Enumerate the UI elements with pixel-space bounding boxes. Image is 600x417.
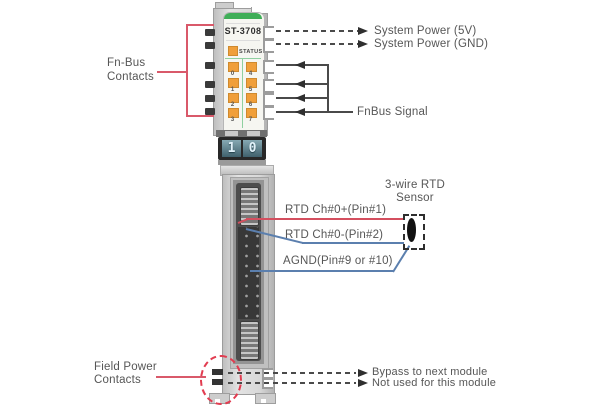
not-used-line: [228, 382, 356, 384]
led: [246, 62, 257, 72]
field-power-label-line2: Contacts: [94, 374, 141, 386]
green-divider-v: [242, 59, 243, 128]
arrow-left-icon: [295, 94, 305, 102]
arrow-right-icon: [358, 27, 368, 35]
module-clip: [263, 26, 274, 40]
field-power-label-line1: Field Power: [94, 361, 157, 373]
led: [228, 62, 239, 72]
bypass-label: Bypass to next module: [372, 366, 488, 378]
led-number: 2: [230, 102, 235, 108]
rtd-minus-label: RTD Ch#0-(Pin#2): [285, 229, 384, 241]
fnbus-contact-pad: [205, 95, 215, 102]
fnbus-bracket-vertical: [186, 24, 188, 117]
module-clip: [263, 60, 274, 74]
fnbus-bracket-bottom: [186, 115, 214, 117]
arrow-right-icon: [358, 369, 368, 377]
not-used-label: Not used for this module: [372, 377, 497, 389]
agnd-wire: [250, 270, 394, 272]
arrow-left-icon: [295, 80, 305, 88]
system-power-gnd-label: System Power (GND): [374, 38, 489, 50]
connector-pin-field: [238, 227, 259, 319]
system-power-gnd-line: [276, 43, 358, 45]
led: [228, 93, 239, 103]
arrow-right-icon: [358, 379, 368, 387]
led: [246, 93, 257, 103]
junction-tab: [247, 131, 260, 136]
field-power-leader: [156, 376, 206, 378]
module-clip: [263, 79, 274, 93]
bypass-line: [228, 372, 356, 374]
module-band: [218, 160, 266, 165]
fnbus-contact-pad: [205, 29, 215, 36]
system-power-5v-line: [276, 30, 358, 32]
sensor-title-line2: Sensor: [396, 192, 434, 204]
panel-divider: [226, 40, 260, 41]
module-junction-band: [216, 130, 267, 137]
arrow-right-icon: [358, 40, 368, 48]
fnbus-contacts-label-line1: Fn-Bus: [107, 57, 146, 69]
module-top-tab: [215, 2, 234, 10]
fnbus-contact-pad: [205, 81, 215, 88]
connector-screw: [240, 321, 259, 360]
fnbus-signal-stub: [329, 111, 353, 113]
junction-tab: [225, 131, 238, 136]
fnbus-contact-pad: [205, 62, 215, 69]
connector-screw: [240, 187, 259, 226]
led-number: 4: [248, 71, 253, 77]
led-number: 6: [248, 102, 253, 108]
led: [228, 78, 239, 88]
module-model-label: ST-3708: [224, 26, 262, 36]
status-label: STATUS: [239, 49, 263, 55]
led: [246, 78, 257, 88]
fnbus-bracket-leader: [157, 71, 188, 73]
module-clip: [263, 106, 274, 120]
green-divider-h: [225, 58, 261, 59]
foot-notch: [261, 399, 266, 403]
fnbus-contacts-label-line2: Contacts: [107, 71, 154, 83]
led-number: 3: [230, 117, 235, 123]
led-number: 7: [248, 117, 253, 123]
module-foot: [255, 393, 276, 404]
sensor-title-line1: 3-wire RTD: [385, 179, 445, 191]
module-clip: [263, 93, 274, 107]
arrow-left-icon: [295, 108, 305, 116]
rtd-sensor-box: [403, 214, 425, 250]
led: [246, 108, 257, 118]
fnbus-bracket-top: [186, 24, 214, 26]
rtd-sensor-element-icon: [407, 218, 416, 242]
id-display-digit: 1: [222, 140, 241, 157]
rtd-minus-wire: [302, 242, 404, 244]
led-number: 0: [230, 71, 235, 77]
panel-divider: [226, 23, 260, 24]
fnbus-signal-label: FnBus Signal: [357, 106, 428, 118]
fnbus-signal-bus-vertical: [327, 64, 329, 113]
module-green-bar: [224, 13, 262, 19]
system-power-5v-label: System Power (5V): [374, 25, 477, 37]
fnbus-contact-pad: [205, 108, 215, 115]
field-power-highlight-circle: [200, 355, 242, 405]
arrow-left-icon: [295, 61, 305, 69]
status-led-icon: [228, 46, 238, 56]
id-display-digit: 0: [243, 140, 262, 157]
agnd-label: AGND(Pin#9 or #10): [283, 255, 393, 267]
fnbus-contact-pad: [205, 42, 215, 49]
led-number: 5: [248, 87, 253, 93]
led: [228, 108, 239, 118]
rtd-plus-wire: [246, 218, 404, 220]
rtd-plus-label: RTD Ch#0+(Pin#1): [285, 204, 387, 216]
led-number: 1: [230, 87, 235, 93]
module-clip: [263, 39, 274, 53]
